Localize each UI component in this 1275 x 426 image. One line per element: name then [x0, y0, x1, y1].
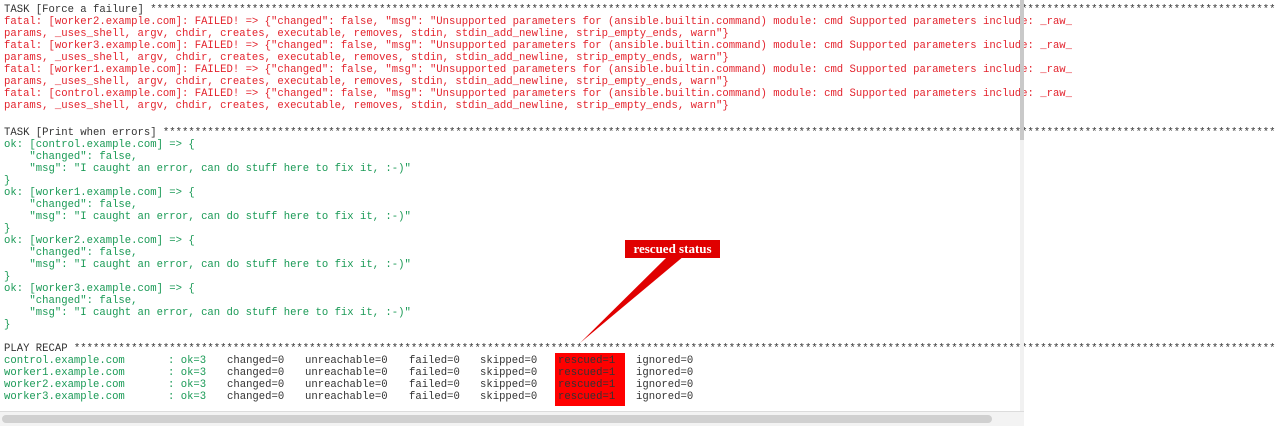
error-line: params, _uses_shell, argv, chdir, create…	[4, 76, 729, 88]
recap-skipped: skipped=0	[480, 391, 538, 403]
close-brace: }	[4, 223, 11, 235]
error-line: params, _uses_shell, argv, chdir, create…	[4, 28, 729, 40]
recap-ok: : ok=3	[168, 391, 207, 403]
recap-unreachable: unreachable=0	[305, 379, 388, 391]
vertical-scrollbar[interactable]	[1020, 0, 1024, 412]
recap-rescued: rescued=1	[558, 379, 616, 391]
recap-host: worker3.example.com	[4, 391, 125, 403]
recap-changed: changed=0	[227, 367, 285, 379]
recap-unreachable: unreachable=0	[305, 367, 388, 379]
close-brace: }	[4, 175, 11, 187]
ok-line: ok: [control.example.com] => {	[4, 139, 195, 151]
vertical-scrollbar-thumb[interactable]	[1020, 0, 1024, 140]
error-line: params, _uses_shell, argv, chdir, create…	[4, 100, 729, 112]
error-line: fatal: [worker1.example.com]: FAILED! =>…	[4, 64, 1073, 76]
recap-rescued: rescued=1	[558, 355, 616, 367]
terminal-output: TASK [Force a failure] *****************…	[4, 0, 1275, 412]
error-line: params, _uses_shell, argv, chdir, create…	[4, 52, 729, 64]
recap-skipped: skipped=0	[480, 379, 538, 391]
rescued-highlight	[555, 353, 625, 406]
recap-failed: failed=0	[409, 379, 460, 391]
msg-line: "msg": "I caught an error, can do stuff …	[4, 163, 411, 175]
task-force-header: TASK [Force a failure] *****************…	[4, 4, 1275, 16]
recap-failed: failed=0	[409, 355, 460, 367]
changed-line: "changed": false,	[4, 151, 138, 163]
error-line: fatal: [worker2.example.com]: FAILED! =>…	[4, 16, 1073, 28]
recap-unreachable: unreachable=0	[305, 391, 388, 403]
close-brace: }	[4, 271, 11, 283]
recap-skipped: skipped=0	[480, 355, 538, 367]
recap-changed: changed=0	[227, 379, 285, 391]
recap-changed: changed=0	[227, 391, 285, 403]
ok-line: ok: [worker1.example.com] => {	[4, 187, 195, 199]
recap-host: worker1.example.com	[4, 367, 125, 379]
recap-failed: failed=0	[409, 367, 460, 379]
recap-changed: changed=0	[227, 355, 285, 367]
ok-line: ok: [worker2.example.com] => {	[4, 235, 195, 247]
recap-rescued: rescued=1	[558, 367, 616, 379]
ok-line: ok: [worker3.example.com] => {	[4, 283, 195, 295]
recap-unreachable: unreachable=0	[305, 355, 388, 367]
changed-line: "changed": false,	[4, 247, 138, 259]
recap-ignored: ignored=0	[636, 355, 694, 367]
error-line: fatal: [worker3.example.com]: FAILED! =>…	[4, 40, 1073, 52]
recap-ok: : ok=3	[168, 367, 207, 379]
recap-ok: : ok=3	[168, 355, 207, 367]
error-line: fatal: [control.example.com]: FAILED! =>…	[4, 88, 1073, 100]
changed-line: "changed": false,	[4, 199, 138, 211]
recap-skipped: skipped=0	[480, 367, 538, 379]
horizontal-scrollbar[interactable]	[0, 411, 1024, 426]
msg-line: "msg": "I caught an error, can do stuff …	[4, 259, 411, 271]
rescued-status-callout: rescued status	[625, 240, 720, 258]
recap-ignored: ignored=0	[636, 391, 694, 403]
recap-header: PLAY RECAP *****************************…	[4, 343, 1275, 355]
recap-failed: failed=0	[409, 391, 460, 403]
horizontal-scrollbar-thumb[interactable]	[2, 415, 992, 423]
changed-line: "changed": false,	[4, 295, 138, 307]
recap-rescued: rescued=1	[558, 391, 616, 403]
recap-host: control.example.com	[4, 355, 125, 367]
recap-ignored: ignored=0	[636, 379, 694, 391]
msg-line: "msg": "I caught an error, can do stuff …	[4, 211, 411, 223]
msg-line: "msg": "I caught an error, can do stuff …	[4, 307, 411, 319]
recap-host: worker2.example.com	[4, 379, 125, 391]
recap-ok: : ok=3	[168, 379, 207, 391]
close-brace: }	[4, 319, 11, 331]
recap-ignored: ignored=0	[636, 367, 694, 379]
task-print-header: TASK [Print when errors] ***************…	[4, 127, 1275, 139]
